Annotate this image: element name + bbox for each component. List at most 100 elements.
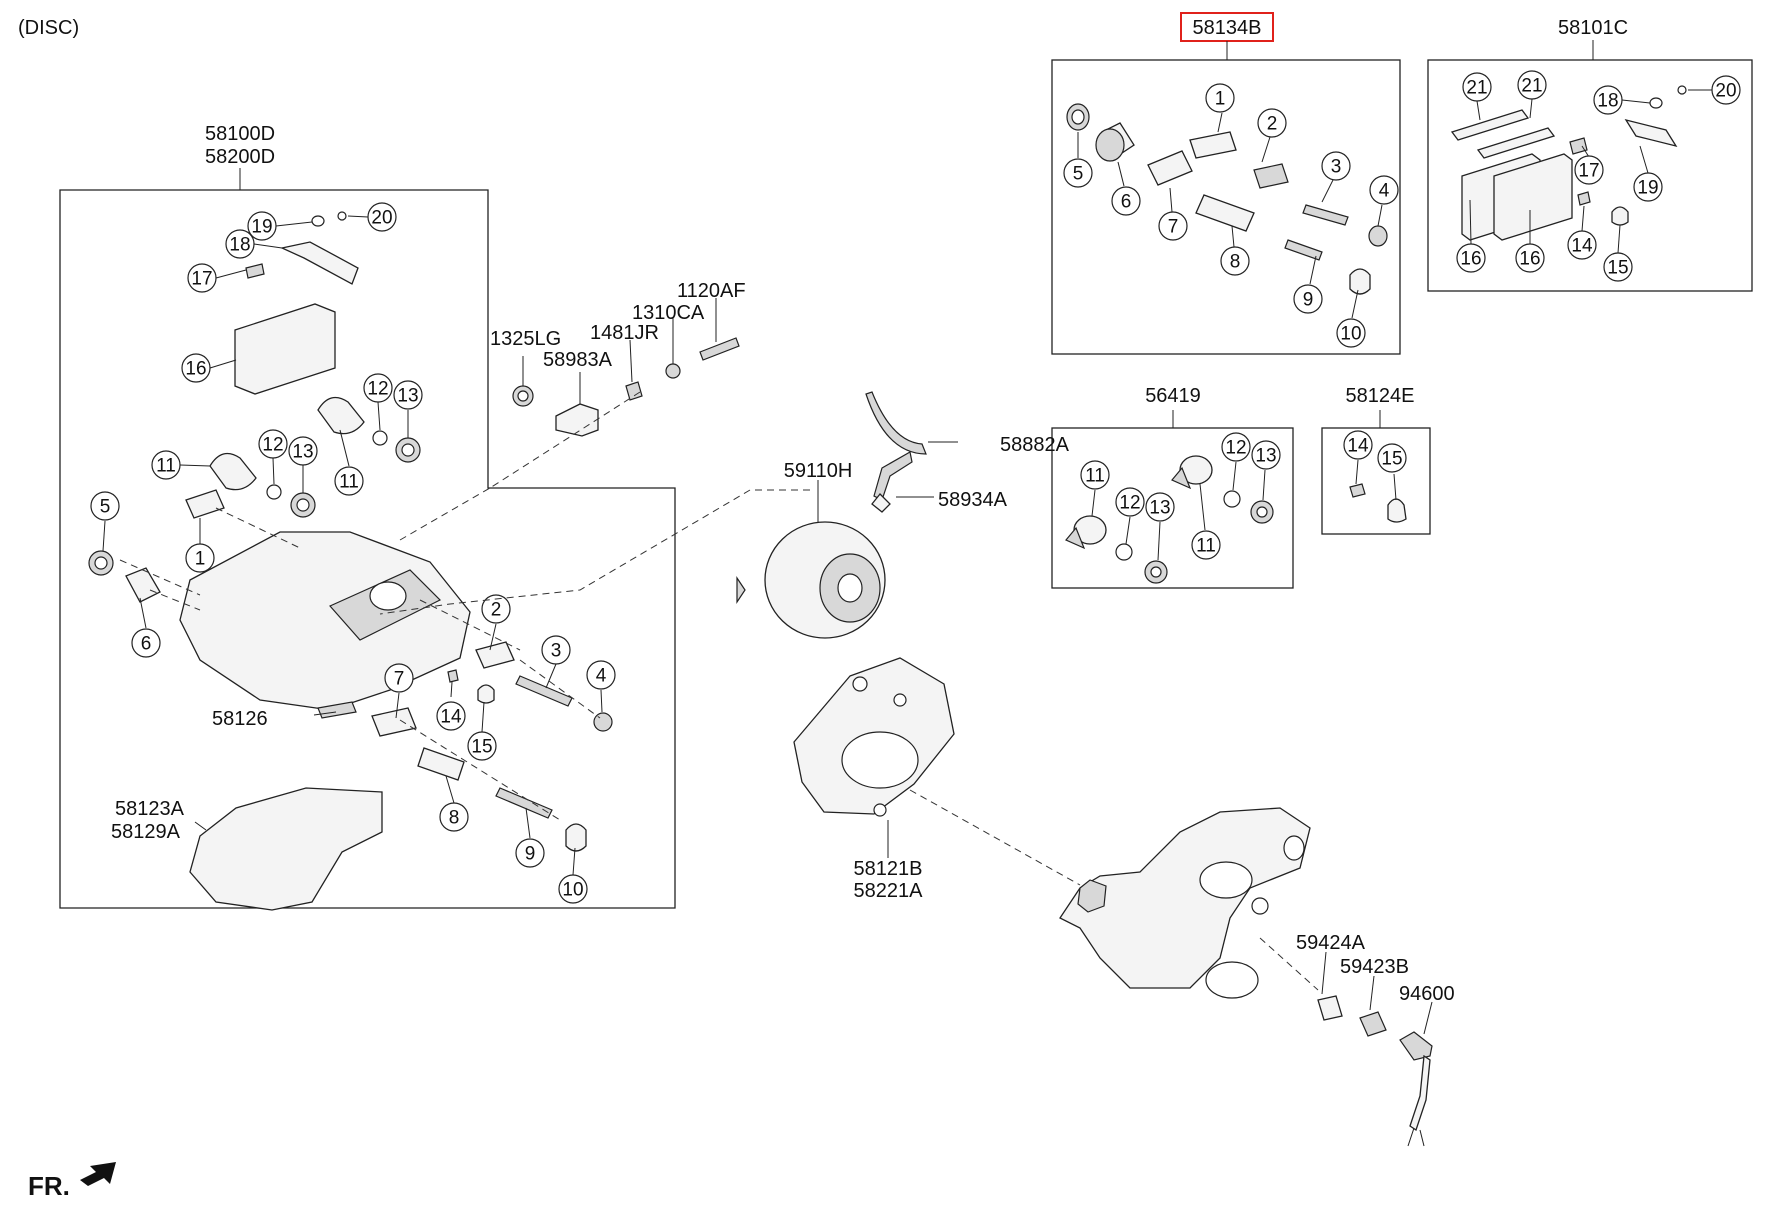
- callout-8-caliper: 8: [449, 808, 460, 829]
- callout-15: 15: [1607, 258, 1628, 279]
- part-label-58221a[interactable]: 58221A: [854, 880, 924, 902]
- assembly-label-58124e[interactable]: 58124E: [1346, 385, 1415, 407]
- callout-19: 19: [1637, 178, 1658, 199]
- callout-7: 7: [1168, 217, 1179, 238]
- pad-kit-callouts: 21 21 18 20 17 19 16 16 14 15: [1456, 70, 1741, 282]
- callout-3-caliper: 3: [551, 641, 562, 662]
- part-label-58934a[interactable]: 58934A: [938, 489, 1008, 511]
- callout-14-sensor: 14: [1347, 436, 1369, 457]
- part-label-58121b[interactable]: 58121B: [854, 858, 923, 880]
- callout-5: 5: [1073, 164, 1084, 185]
- diagram-title: (DISC): [18, 17, 79, 39]
- callout-9: 9: [1303, 290, 1314, 311]
- front-arrow-icon: [80, 1162, 116, 1186]
- callout-21-b: 21: [1521, 76, 1542, 97]
- caliper-callouts: 19 20 18 17 16 12 13 11 11 12 13 5 6 1 2…: [90, 202, 616, 904]
- sensor-wedge: [1387, 498, 1407, 523]
- callout-20: 20: [1715, 81, 1736, 102]
- assembly-label-56419[interactable]: 56419: [1145, 385, 1201, 407]
- callout-2-caliper: 2: [491, 600, 502, 621]
- part-label-58123a[interactable]: 58123A: [115, 798, 185, 820]
- mount-hardware: [399, 298, 740, 541]
- part-label-1310ca[interactable]: 1310CA: [632, 302, 705, 324]
- caliper-box: [59, 189, 676, 909]
- callout-19-caliper: 19: [251, 217, 272, 238]
- callout-3: 3: [1331, 157, 1342, 178]
- part-label-1481jr[interactable]: 1481JR: [590, 322, 659, 344]
- callout-17-caliper: 17: [191, 269, 212, 290]
- assembly-label-58134b[interactable]: 58134B: [1193, 17, 1262, 39]
- part-label-59110h[interactable]: 59110H: [784, 460, 853, 482]
- front-indicator-label: FR.: [28, 1171, 70, 1201]
- guide-kit-box: [1051, 59, 1401, 355]
- callout-13-caliper-b: 13: [292, 442, 313, 463]
- callout-6-caliper: 6: [141, 634, 152, 655]
- callout-15-sensor: 15: [1381, 449, 1402, 470]
- caliper-leaders: [102, 215, 603, 876]
- callout-13-caliper: 13: [397, 386, 418, 407]
- assembly-label-58101c[interactable]: 58101C: [1558, 17, 1628, 39]
- pad-kit-parts: [1450, 85, 1687, 241]
- part-label-58129a[interactable]: 58129A: [111, 821, 181, 843]
- callout-5-caliper: 5: [100, 497, 111, 518]
- steering-knuckle: [1059, 807, 1311, 999]
- brake-chamber: [379, 391, 958, 639]
- guide-kit-callouts: 1 2 3 4 5 6 7 8 9 10: [1063, 83, 1399, 348]
- guide-kit-parts: [1066, 103, 1388, 295]
- callout-14-caliper: 14: [440, 707, 462, 728]
- callout-11-caliper: 11: [339, 472, 359, 493]
- callout-20-caliper: 20: [371, 208, 392, 229]
- callout-4: 4: [1379, 181, 1390, 202]
- part-label-58126[interactable]: 58126: [212, 708, 268, 730]
- callout-13-kit-b: 13: [1255, 446, 1276, 467]
- callout-16: 16: [1460, 249, 1481, 270]
- callout-12-kit: 12: [1119, 493, 1140, 514]
- callout-2: 2: [1267, 114, 1278, 135]
- pad-kit-leaders: [1469, 89, 1712, 254]
- callout-21: 21: [1466, 78, 1487, 99]
- callout-6: 6: [1121, 192, 1132, 213]
- part-label-1120af[interactable]: 1120AF: [677, 280, 746, 302]
- sensor-kit-box: [1321, 427, 1431, 535]
- part-label-59423b[interactable]: 59423B: [1340, 956, 1409, 978]
- part-label-58882a[interactable]: 58882A: [1000, 434, 1070, 456]
- callout-13-kit: 13: [1149, 498, 1170, 519]
- callout-11-caliper-b: 11: [156, 456, 176, 477]
- part-label-94600[interactable]: 94600: [1399, 983, 1455, 1005]
- assembly-label-58100d[interactable]: 58100D: [205, 123, 275, 145]
- dust-shield: [793, 657, 1081, 886]
- callout-18: 18: [1597, 91, 1618, 112]
- callout-10: 10: [1340, 324, 1361, 345]
- pad-kit-box: [1427, 59, 1753, 292]
- callout-12-caliper: 12: [367, 379, 388, 400]
- callout-18-caliper: 18: [229, 235, 250, 256]
- guide-kit-leaders: [1077, 112, 1383, 319]
- part-label-1325lg[interactable]: 1325LG: [490, 328, 561, 350]
- callout-9-caliper: 9: [525, 844, 536, 865]
- seal-kit-box: [1051, 427, 1294, 589]
- part-label-58983a[interactable]: 58983A: [543, 349, 613, 371]
- callout-7-caliper: 7: [394, 669, 405, 690]
- callout-12-kit-b: 12: [1225, 438, 1246, 459]
- callout-10-caliper: 10: [562, 880, 583, 901]
- sensor-pin: [1349, 483, 1366, 498]
- callout-1-caliper: 1: [195, 549, 206, 570]
- seal-kit-parts: [1065, 455, 1274, 584]
- callout-1: 1: [1215, 89, 1226, 110]
- part-label-59424a[interactable]: 59424A: [1296, 932, 1366, 954]
- callout-17: 17: [1578, 161, 1599, 182]
- callout-16-caliper: 16: [185, 359, 206, 380]
- seal-kit-callouts: 11 12 13 11 12 13: [1080, 432, 1281, 560]
- callout-16-b: 16: [1519, 249, 1540, 270]
- callout-11-kit-b: 11: [1196, 536, 1216, 557]
- callout-8: 8: [1230, 252, 1241, 273]
- seal-kit-leaders: [1091, 461, 1266, 561]
- caliper-dashed-lines: [119, 507, 601, 821]
- callout-15-caliper: 15: [471, 737, 492, 758]
- callout-11-kit: 11: [1085, 466, 1105, 487]
- assembly-label-58200d[interactable]: 58200D: [205, 146, 275, 168]
- callout-14: 14: [1571, 236, 1593, 257]
- callout-4-caliper: 4: [596, 666, 607, 687]
- abs-sensor-parts: [1259, 937, 1433, 1147]
